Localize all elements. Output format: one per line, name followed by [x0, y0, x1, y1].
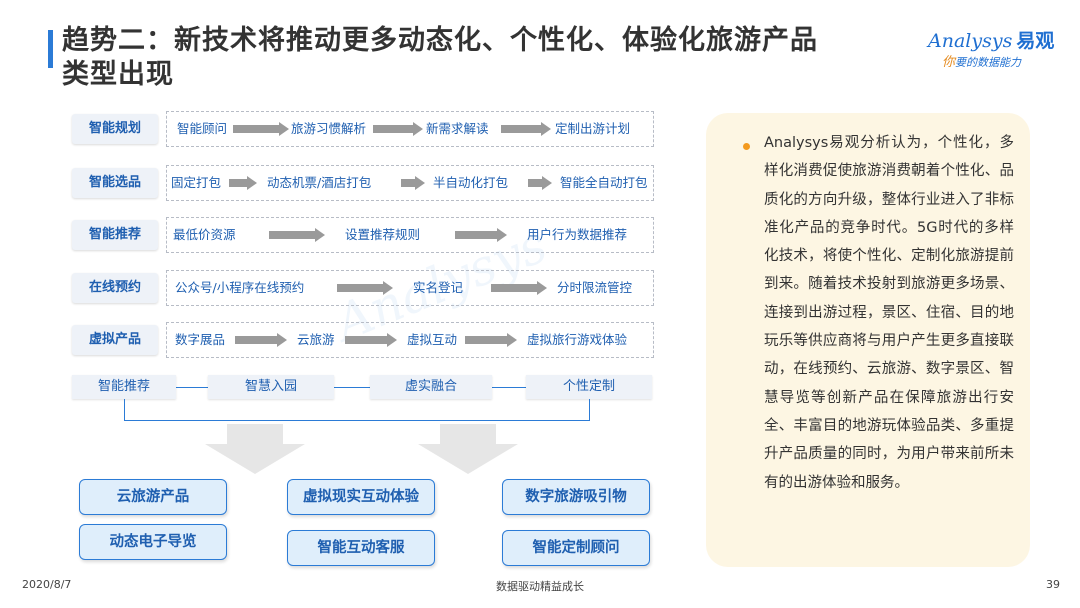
product-dynamic-e-guide: 动态电子导览 [79, 524, 227, 560]
row-label-smart-selection: 智能选品 [72, 168, 158, 198]
arrow-right-icon [229, 176, 257, 190]
feature-virtual-real-fusion: 虚实融合 [370, 375, 492, 399]
flow-step: 定制出游计划 [555, 121, 631, 136]
flow-step: 新需求解读 [426, 121, 489, 136]
down-arrow-icon [205, 424, 305, 474]
title-accent-bar [48, 30, 53, 68]
feature-smart-entry: 智慧入园 [208, 375, 334, 399]
flow-step: 实名登记 [413, 280, 464, 295]
flow-step: 最低价资源 [173, 227, 236, 242]
row-flow-smart-recommendation: 最低价资源 设置推荐规则 用户行为数据推荐 [166, 217, 654, 253]
product-digital-attractions: 数字旅游吸引物 [502, 479, 650, 515]
flow-step: 旅游习惯解析 [291, 121, 367, 136]
flow-step: 设置推荐规则 [345, 227, 421, 242]
arrow-right-icon [235, 333, 287, 347]
feature-personal-customization: 个性定制 [526, 375, 652, 399]
flow-step: 智能顾问 [177, 121, 228, 136]
arrow-right-icon [501, 122, 551, 136]
row-label-online-booking: 在线预约 [72, 273, 158, 303]
product-smart-custom-advisor: 智能定制顾问 [502, 530, 650, 566]
flow-step: 公众号/小程序在线预约 [175, 280, 305, 295]
flow-step: 数字展品 [175, 332, 226, 347]
down-arrow-icon [418, 424, 518, 474]
connector-line [492, 387, 526, 388]
flow-step: 分时限流管控 [557, 280, 633, 295]
row-flow-smart-selection: 固定打包 动态机票/酒店打包 半自动化打包 智能全自动打包 [166, 165, 654, 201]
row-flow-online-booking: 公众号/小程序在线预约 实名登记 分时限流管控 [166, 270, 654, 306]
footer-date: 2020/8/7 [22, 578, 72, 591]
logo-wordmark-en: Analysys [928, 30, 1013, 52]
flow-step: 半自动化打包 [433, 175, 509, 190]
logo-slogan-rest: 要的数据能力 [955, 56, 1022, 69]
bracket-line [589, 399, 590, 421]
row-label-virtual-products: 虚拟产品 [72, 325, 158, 355]
product-smart-customer-service: 智能互动客服 [287, 530, 435, 566]
flow-step: 固定打包 [171, 175, 222, 190]
connector-line [334, 387, 370, 388]
arrow-right-icon [401, 176, 425, 190]
row-label-smart-recommendation: 智能推荐 [72, 220, 158, 250]
page-number: 39 [1046, 578, 1060, 591]
bracket-line [124, 399, 125, 421]
logo-slogan-ni: 你 [942, 55, 956, 70]
page-title-line-1: 趋势二：新技术将推动更多动态化、个性化、体验化旅游产品 [62, 25, 818, 56]
arrow-right-icon [373, 122, 423, 136]
flow-step: 动态机票/酒店打包 [267, 175, 372, 190]
footer-slogan: 数据驱动精益成长 [496, 580, 584, 593]
flow-step: 云旅游 [297, 332, 335, 347]
analysis-text: Analysys易观分析认为，个性化，多样化消费促使旅游消费朝着个性化、品质化的… [764, 135, 1014, 491]
feature-smart-recommendation: 智能推荐 [72, 375, 176, 399]
arrow-right-icon [491, 281, 547, 295]
row-flow-smart-planning: 智能顾问 旅游习惯解析 新需求解读 定制出游计划 [166, 111, 654, 147]
arrow-right-icon [269, 228, 325, 242]
flow-step: 虚拟旅行游戏体验 [527, 332, 628, 347]
flow-step: 用户行为数据推荐 [527, 227, 628, 242]
row-flow-virtual-products: 数字展品 云旅游 虚拟互动 虚拟旅行游戏体验 [166, 322, 654, 358]
analysis-panel: Analysys易观分析认为，个性化，多样化消费促使旅游消费朝着个性化、品质化的… [706, 113, 1030, 567]
arrow-right-icon [233, 122, 289, 136]
logo-slogan: 你要的数据能力 [942, 51, 1021, 70]
bracket-line [124, 420, 590, 421]
bullet-dot-icon [743, 143, 750, 150]
row-label-smart-planning: 智能规划 [72, 114, 158, 144]
page-title-line-2: 类型出现 [62, 59, 174, 90]
arrow-right-icon [528, 176, 552, 190]
arrow-right-icon [455, 228, 507, 242]
flow-step: 虚拟互动 [407, 332, 458, 347]
arrow-right-icon [337, 281, 393, 295]
page-title: 趋势二：新技术将推动更多动态化、个性化、体验化旅游产品 类型出现 [62, 24, 942, 92]
product-cloud-tourism: 云旅游产品 [79, 479, 227, 515]
connector-line [176, 387, 208, 388]
arrow-right-icon [345, 333, 397, 347]
logo-wordmark-cn: 易观 [1016, 30, 1055, 52]
flow-step: 智能全自动打包 [560, 175, 648, 190]
arrow-right-icon [465, 333, 517, 347]
product-vr-interactive: 虚拟现实互动体验 [287, 479, 435, 515]
